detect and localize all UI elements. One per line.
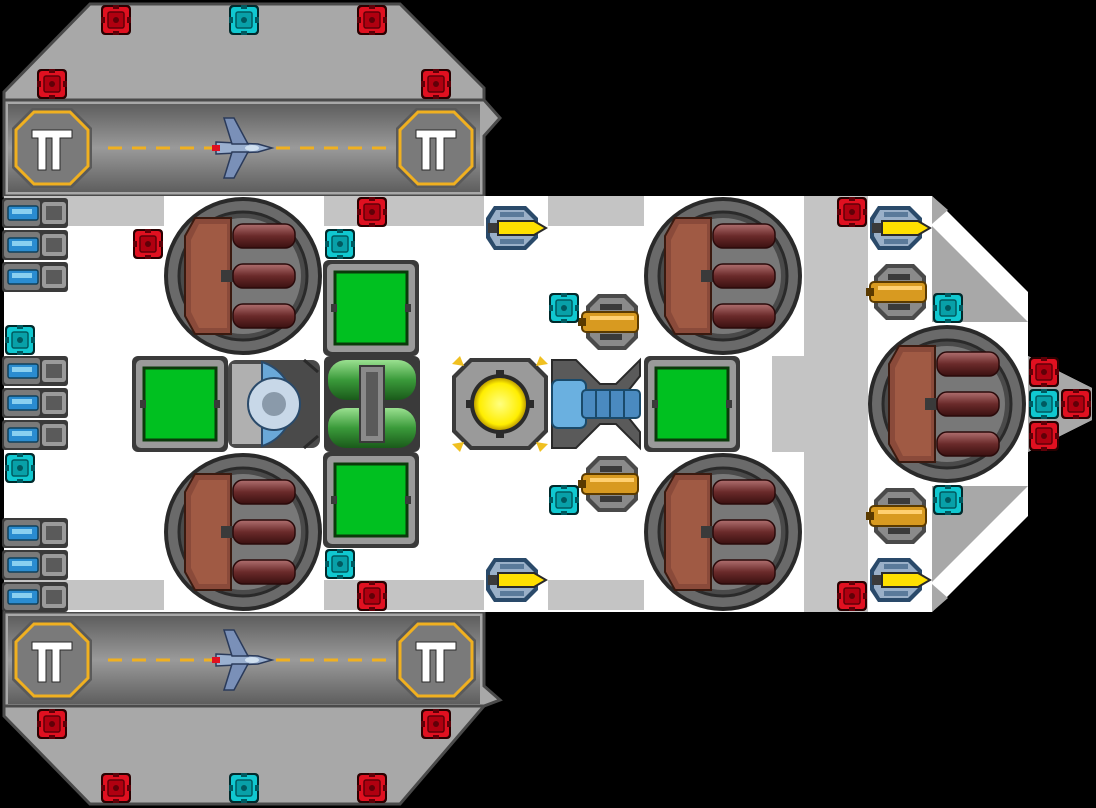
alarm-beacon-icon[interactable]: [356, 196, 388, 228]
shield-node-icon[interactable]: [932, 484, 964, 516]
alarm-beacon-icon[interactable]: [132, 228, 164, 260]
fuel-tank-icon[interactable]: [324, 356, 420, 452]
cockpit-icon[interactable]: [228, 358, 320, 450]
thruster-icon[interactable]: [1, 197, 69, 229]
thruster-icon[interactable]: [1, 549, 69, 581]
thruster-icon[interactable]: [1, 229, 69, 261]
heavy-cannon-icon[interactable]: [866, 323, 1028, 485]
thruster-icon[interactable]: [1, 261, 69, 293]
shield-node-icon[interactable]: [548, 292, 580, 324]
shield-node-icon[interactable]: [4, 452, 36, 484]
shield-node-icon[interactable]: [932, 292, 964, 324]
storage-room[interactable]: [321, 258, 421, 358]
thruster-icon[interactable]: [1, 517, 69, 549]
alarm-beacon-icon[interactable]: [1060, 388, 1092, 420]
shield-node-icon[interactable]: [1028, 388, 1060, 420]
shield-node-icon[interactable]: [324, 548, 356, 580]
alarm-beacon-icon[interactable]: [420, 68, 452, 100]
reactor-core-icon[interactable]: [452, 356, 548, 452]
thruster-icon[interactable]: [1, 387, 69, 419]
storage-room[interactable]: [130, 354, 230, 454]
landing-pad-icon[interactable]: [394, 106, 478, 190]
alarm-beacon-icon[interactable]: [100, 4, 132, 36]
landing-pad-icon[interactable]: [10, 106, 94, 190]
heavy-cannon-icon[interactable]: [642, 195, 804, 357]
shield-node-icon[interactable]: [4, 324, 36, 356]
main-engine-icon[interactable]: [551, 357, 641, 451]
alarm-beacon-icon[interactable]: [36, 68, 68, 100]
shield-node-icon[interactable]: [324, 228, 356, 260]
storage-room[interactable]: [321, 450, 421, 550]
alarm-beacon-icon[interactable]: [356, 4, 388, 36]
alarm-beacon-icon[interactable]: [420, 708, 452, 740]
alarm-beacon-icon[interactable]: [356, 580, 388, 612]
landing-pad-icon[interactable]: [10, 618, 94, 702]
shield-node-icon[interactable]: [228, 4, 260, 36]
thruster-icon[interactable]: [1, 419, 69, 451]
landing-pad-icon[interactable]: [394, 618, 478, 702]
shield-node-icon[interactable]: [228, 772, 260, 804]
storage-room[interactable]: [642, 354, 742, 454]
thruster-icon[interactable]: [1, 355, 69, 387]
alarm-beacon-icon[interactable]: [836, 196, 868, 228]
alarm-beacon-icon[interactable]: [100, 772, 132, 804]
shield-node-icon[interactable]: [548, 484, 580, 516]
heavy-cannon-icon[interactable]: [162, 195, 324, 357]
alarm-beacon-icon[interactable]: [356, 772, 388, 804]
thruster-icon[interactable]: [1, 581, 69, 613]
heavy-cannon-icon[interactable]: [162, 451, 324, 613]
heavy-cannon-icon[interactable]: [642, 451, 804, 613]
alarm-beacon-icon[interactable]: [1028, 356, 1060, 388]
alarm-beacon-icon[interactable]: [836, 580, 868, 612]
alarm-beacon-icon[interactable]: [1028, 420, 1060, 452]
alarm-beacon-icon[interactable]: [36, 708, 68, 740]
